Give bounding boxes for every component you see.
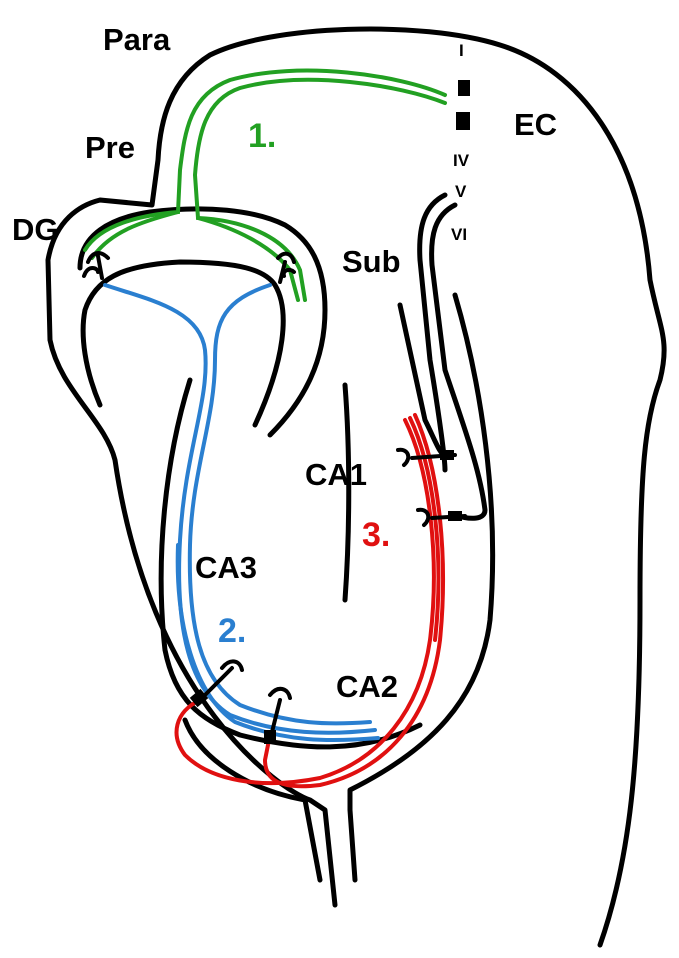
layer-label-v: V: [455, 182, 467, 201]
label-ca3: CA3: [195, 550, 257, 585]
label-ca2: CA2: [336, 669, 398, 704]
layer-iii-mark: [456, 112, 470, 130]
label-para: Para: [103, 22, 171, 57]
pathway-label-3: 3.: [362, 516, 390, 554]
synapse-dg-left: [84, 253, 108, 278]
ec-layer-marks: [456, 80, 470, 130]
layer-vi-fiber: [432, 205, 485, 518]
label-dg: DG: [12, 212, 59, 247]
synapses: [84, 253, 465, 744]
label-ca1: CA1: [305, 457, 367, 492]
pathway-label-1: 1.: [248, 117, 276, 155]
layer-ii-mark: [458, 80, 470, 96]
ca3-outer-wall: [345, 385, 349, 600]
layer-label-i: I: [459, 41, 464, 60]
pathway-label-2: 2.: [218, 612, 246, 650]
layer-label-iv: IV: [453, 151, 470, 170]
label-pre: Pre: [85, 130, 135, 165]
label-ec: EC: [514, 107, 557, 142]
sub-ca1-outline: [350, 295, 493, 880]
label-sub: Sub: [342, 244, 401, 279]
layer-label-vi: VI: [451, 225, 467, 244]
